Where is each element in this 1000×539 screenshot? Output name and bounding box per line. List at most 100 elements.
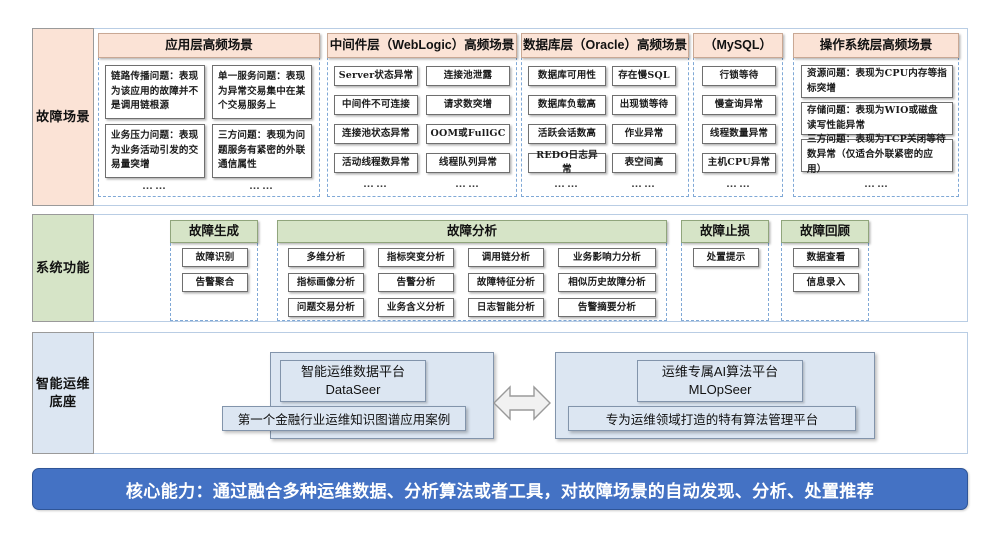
- scenario-item: 链路传播问题：表现为该应用的故障并不是调用链根源: [105, 65, 205, 119]
- scenario-item: 出现锁等待: [612, 95, 676, 115]
- scenario-header-4: 操作系统层高频场景: [793, 33, 959, 58]
- scenario-item: 数据库负载高: [528, 95, 606, 115]
- platform-subtitle-mlopseer: 专为运维领域打造的特有算法管理平台: [568, 406, 856, 431]
- scenario-item: 行锁等待: [702, 66, 776, 86]
- scenario-header-1-text: 中间件层（WebLogic）高频场景: [329, 38, 515, 52]
- function-item: 问题交易分析: [288, 298, 364, 317]
- function-item: 指标突变分析: [378, 248, 454, 267]
- scenario-item: 作业异常: [612, 124, 676, 144]
- row-label-functions-text: 系统功能: [35, 260, 90, 276]
- function-header-1: 故障分析: [277, 220, 667, 243]
- scenario-item: 线程数量异常: [702, 124, 776, 144]
- function-header-1-text: 故障分析: [446, 224, 497, 238]
- scenario-item: 存储问题：表现为WIO或磁盘读写性能异常: [801, 102, 953, 135]
- scenario-header-3-text: （MySQL）: [703, 38, 773, 52]
- function-item: 日志智能分析: [468, 298, 544, 317]
- scenario-item: Server状态异常: [334, 66, 418, 86]
- scenario-item: REDO日志异常: [528, 150, 606, 175]
- row-label-scenarios: 故障场景: [32, 28, 94, 206]
- scenario-item-text: 三方问题：表现为问题服务有紧密的外联通信属性: [218, 129, 306, 171]
- scenario-header-3: （MySQL）: [693, 33, 783, 58]
- platform-title-dataseer: 智能运维数据平台 DataSeer: [280, 360, 426, 402]
- scenario-item: 线程队列异常: [426, 153, 510, 173]
- function-header-0: 故障生成: [170, 220, 258, 243]
- ellipsis: ……: [455, 178, 481, 190]
- scenario-item-text: 链路传播问题：表现为该应用的故障并不是调用链根源: [111, 70, 199, 112]
- row-label-functions: 系统功能: [32, 214, 94, 322]
- function-column-3: 数据查看 信息录入: [781, 243, 869, 321]
- function-item: 业务影响力分析: [558, 248, 656, 267]
- function-header-0-text: 故障生成: [188, 224, 239, 238]
- scenario-item: 业务压力问题：表现为业务活动引发的交易量突增: [105, 124, 205, 178]
- ellipsis: ……: [631, 178, 657, 190]
- function-item: 调用链分析: [468, 248, 544, 267]
- platform-title-line2: DataSeer: [325, 382, 381, 397]
- scenario-item-text: 业务压力问题：表现为业务活动引发的交易量突增: [111, 129, 199, 171]
- platform-title-line2: MLOpSeer: [688, 382, 752, 397]
- scenario-item: 表空间高: [612, 153, 676, 173]
- ellipsis: ……: [142, 180, 168, 192]
- scenario-item: OOM或FullGC: [426, 124, 510, 144]
- function-item: 相似历史故障分析: [558, 273, 656, 292]
- function-item: 故障识别: [182, 248, 248, 267]
- scenario-item: 三方问题：表现为TCP关闭等待数异常（仅适合外联紧密的应用）: [801, 134, 953, 175]
- scenario-item: 主机CPU异常: [702, 153, 776, 173]
- function-item: 故障特征分析: [468, 273, 544, 292]
- function-header-3-text: 故障回顾: [799, 224, 850, 238]
- platform-subtitle-dataseer: 第一个金融行业运维知识图谱应用案例: [222, 406, 466, 431]
- platform-title-line1: 运维专属AI算法平台: [661, 363, 779, 379]
- function-item: 告警分析: [378, 273, 454, 292]
- row-label-base: 智能运维 底座: [32, 332, 94, 454]
- platform-title-line1: 智能运维数据平台: [300, 363, 405, 379]
- scenario-item: 数据库可用性: [528, 66, 606, 86]
- function-item: 指标画像分析: [288, 273, 364, 292]
- core-capability-text: 核心能力：通过融合多种运维数据、分析算法或者工具，对故障场景的自动发现、分析、处…: [125, 481, 875, 501]
- function-header-2-text: 故障止损: [699, 224, 750, 238]
- scenario-header-2-text: 数据库层（Oracle）高频场景: [523, 38, 687, 52]
- scenario-item: 请求数突增: [426, 95, 510, 115]
- ellipsis: ……: [726, 178, 752, 190]
- function-item: 数据查看: [793, 248, 859, 267]
- ellipsis: ……: [554, 178, 580, 190]
- scenario-header-0-text: 应用层高频场景: [165, 38, 253, 52]
- ellipsis: ……: [249, 180, 275, 192]
- platform-subtitle-text: 专为运维领域打造的特有算法管理平台: [605, 413, 819, 427]
- scenario-column-3: 行锁等待 慢查询异常 线程数量异常 主机CPU异常 ……: [693, 57, 783, 197]
- function-column-0: 故障识别 告警聚合: [170, 243, 258, 321]
- row-label-base-text: 智能运维 底座: [35, 376, 90, 409]
- function-column-2: 处置提示: [681, 243, 769, 321]
- ellipsis: ……: [864, 178, 890, 190]
- function-header-3: 故障回顾: [781, 220, 869, 243]
- row-label-scenarios-text: 故障场景: [35, 109, 90, 125]
- scenario-header-0: 应用层高频场景: [98, 33, 320, 58]
- scenario-item: 活跃会话数高: [528, 124, 606, 144]
- scenario-column-1: Server状态异常 连接池泄露 中间件不可连接 请求数突增 连接池状态异常 O…: [327, 57, 517, 197]
- function-header-2: 故障止损: [681, 220, 769, 243]
- scenario-item: 单一服务问题：表现为异常交易集中在某个交易服务上: [212, 65, 312, 119]
- ellipsis: ……: [363, 178, 389, 190]
- scenario-header-4-text: 操作系统层高频场景: [819, 38, 933, 52]
- platform-title-mlopseer: 运维专属AI算法平台 MLOpSeer: [637, 360, 803, 402]
- function-item: 多维分析: [288, 248, 364, 267]
- function-item: 告警摘要分析: [558, 298, 656, 317]
- scenario-item: 活动线程数异常: [334, 153, 418, 173]
- scenario-column-0: 链路传播问题：表现为该应用的故障并不是调用链根源 单一服务问题：表现为异常交易集…: [98, 57, 320, 197]
- scenario-item: 连接池泄露: [426, 66, 510, 86]
- platform-subtitle-text: 第一个金融行业运维知识图谱应用案例: [237, 413, 451, 427]
- scenario-item: 慢查询异常: [702, 95, 776, 115]
- scenario-item: 三方问题：表现为问题服务有紧密的外联通信属性: [212, 124, 312, 178]
- scenario-item: 中间件不可连接: [334, 95, 418, 115]
- scenario-item-text: 单一服务问题：表现为异常交易集中在某个交易服务上: [218, 70, 306, 112]
- scenario-item: 存在慢SQL: [612, 66, 676, 86]
- function-item: 告警聚合: [182, 273, 248, 292]
- function-item: 处置提示: [693, 248, 759, 267]
- function-item: 业务含义分析: [378, 298, 454, 317]
- scenario-column-2: 数据库可用性 存在慢SQL 数据库负载高 出现锁等待 活跃会话数高 作业异常 R…: [521, 57, 689, 197]
- function-column-1: 多维分析 指标突变分析 调用链分析 业务影响力分析 指标画像分析 告警分析 故障…: [277, 243, 667, 321]
- scenario-header-2: 数据库层（Oracle）高频场景: [521, 33, 689, 58]
- core-capability-banner: 核心能力：通过融合多种运维数据、分析算法或者工具，对故障场景的自动发现、分析、处…: [32, 468, 968, 510]
- scenario-item: 资源问题：表现为CPU内存等指标突增: [801, 65, 953, 98]
- bidirectional-arrow-icon: [493, 378, 551, 428]
- scenario-item: 连接池状态异常: [334, 124, 418, 144]
